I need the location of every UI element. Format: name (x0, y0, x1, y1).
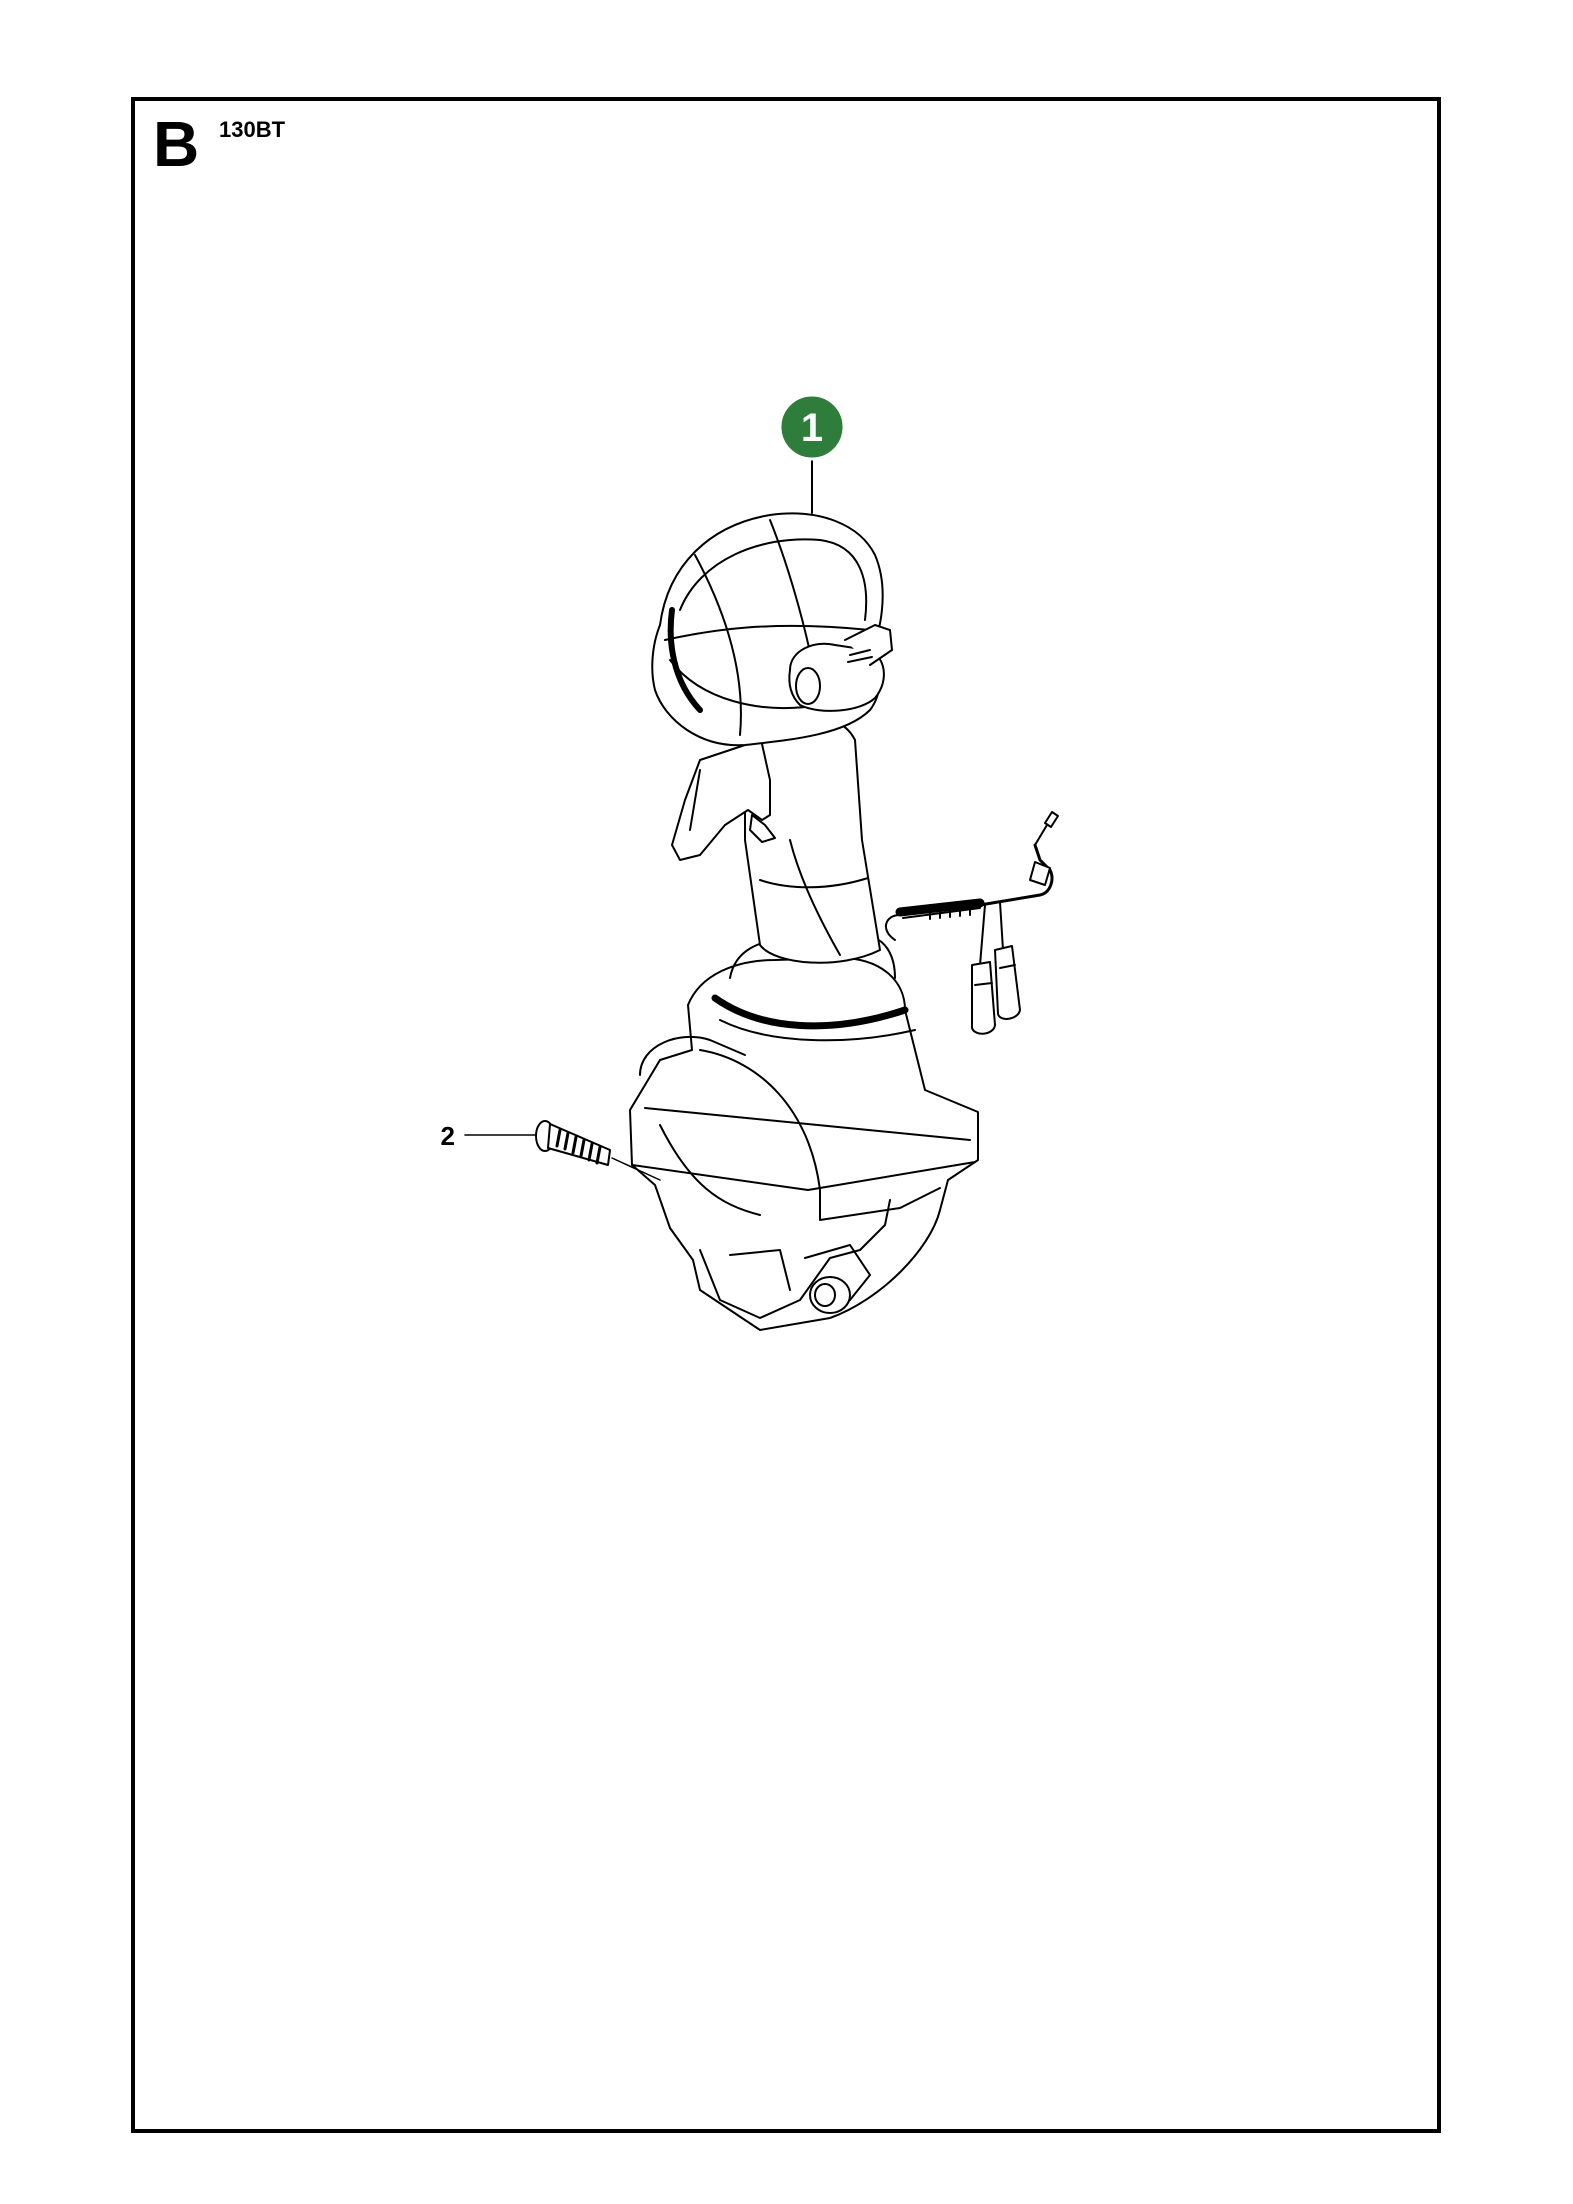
model-label: 130BT (219, 117, 286, 142)
screw[interactable] (464, 1120, 661, 1181)
throttle-handle-assembly[interactable] (629, 449, 1059, 1331)
callout-2-label[interactable]: 2 (441, 1121, 455, 1151)
section-letter: B (153, 108, 200, 180)
page-frame (131, 97, 1441, 2133)
callout-1[interactable]: 1 (778, 393, 846, 461)
callout-1-label: 1 (801, 406, 823, 450)
